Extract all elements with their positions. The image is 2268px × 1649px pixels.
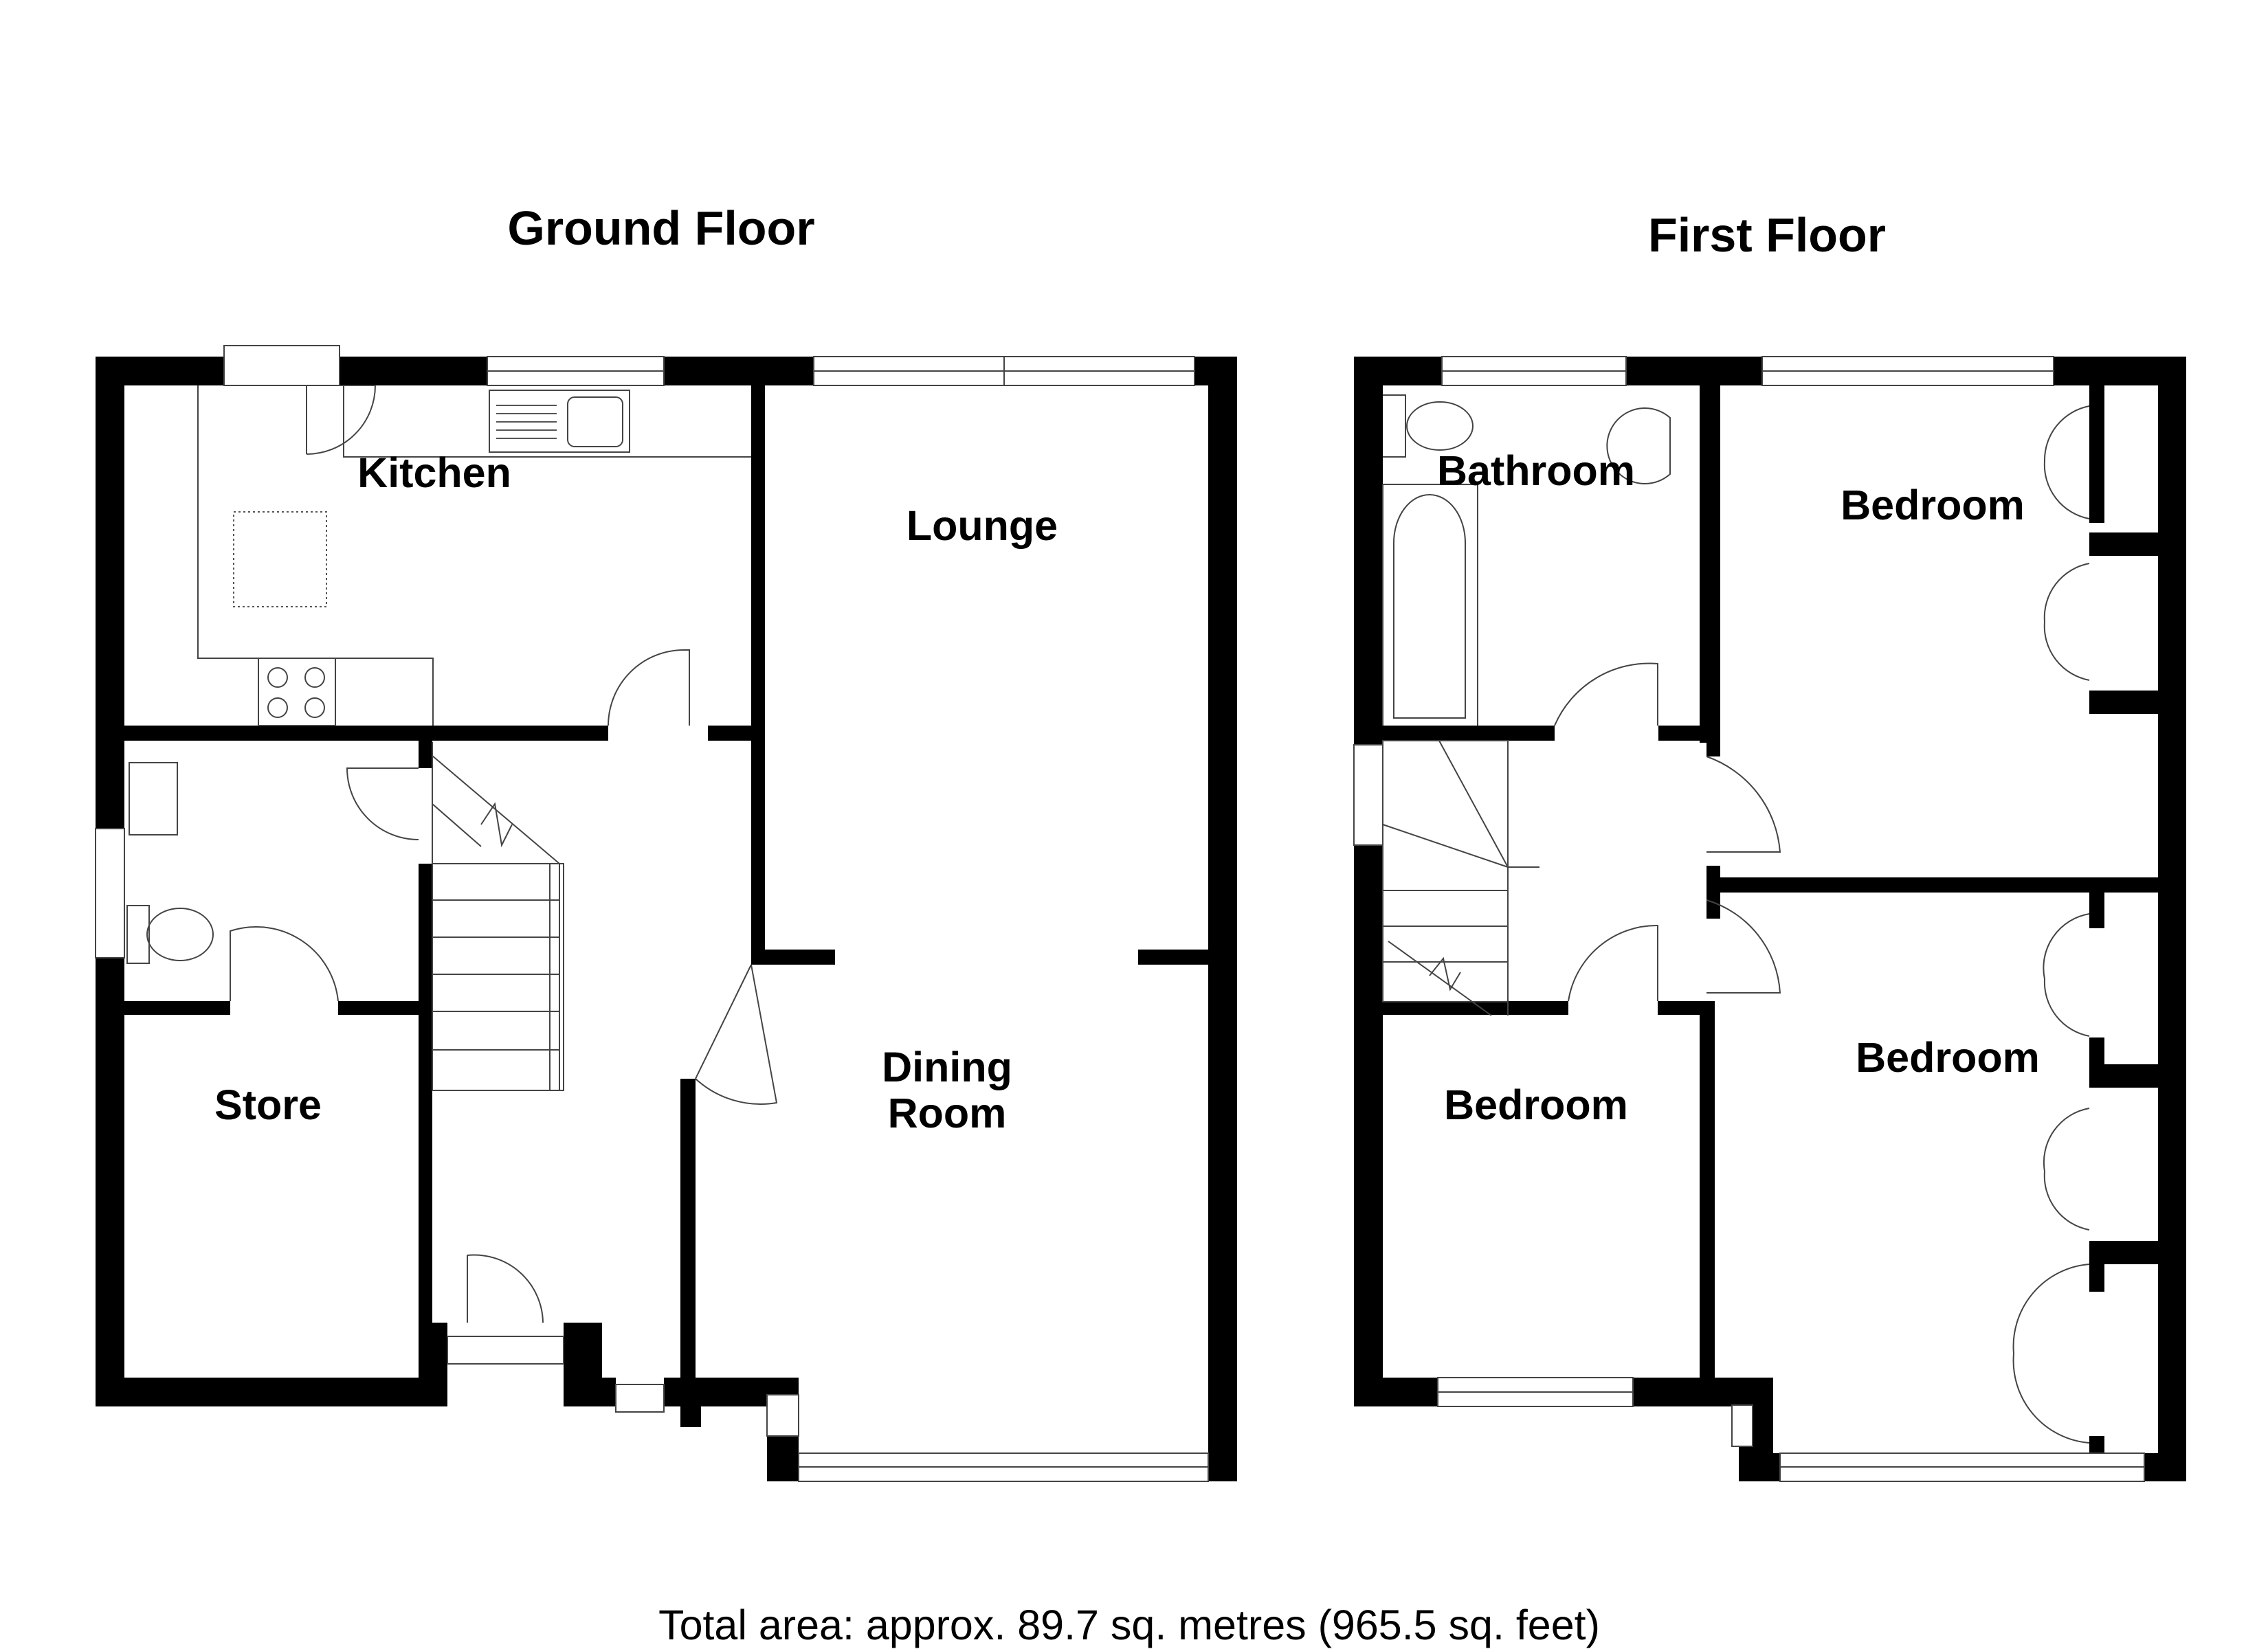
- ff-bedroom-left-door[interactable]: [1568, 924, 1658, 1002]
- ff-basin-icon: [1606, 407, 1671, 484]
- gf-wall-bottom-bay: [767, 1460, 799, 1481]
- ff-wall-bed2-left-top: [1706, 877, 1720, 919]
- ff-bedroom-bottom-door[interactable]: [1706, 899, 1781, 994]
- ff-wall-wardrobe2e: [2089, 1264, 2104, 1292]
- ff-toilet-icon: [1406, 401, 1474, 451]
- gf-wall-lounge-stub-right: [1138, 950, 1222, 965]
- gf-front-door[interactable]: [467, 1254, 544, 1323]
- gf-wc-window[interactable]: [95, 828, 125, 958]
- gf-kitchen-back-door[interactable]: [306, 385, 377, 455]
- ff-staircase: [1382, 740, 1539, 1016]
- ff-wall-bottom-right: [1739, 1453, 1780, 1481]
- ff-wardrobe-door-3[interactable]: [2043, 913, 2090, 1037]
- gf-bay-side-window[interactable]: [766, 1394, 799, 1437]
- room-label-lounge: Lounge: [907, 502, 1058, 549]
- gf-wall-top-kitchen: [96, 357, 224, 385]
- ff-wall-bottom-left: [1354, 1378, 1438, 1406]
- ff-wall-wardrobe2d: [2089, 1037, 2104, 1065]
- room-label-bedroom-top-right: Bedroom: [1841, 482, 2025, 528]
- gf-wall-wc-store: [124, 1001, 230, 1015]
- ff-wardrobe-door-4[interactable]: [2043, 1108, 2090, 1231]
- gf-wc-basin: [129, 762, 178, 835]
- first-floor-plan: First Floor Bathroom Bedroom Bedroom Bed…: [1353, 208, 2186, 1482]
- ground-floor-title: Ground Floor: [507, 201, 814, 255]
- ff-landing-window[interactable]: [1353, 744, 1383, 846]
- gf-wall-store-right: [419, 864, 432, 1406]
- gf-wall-bottom-store: [96, 1378, 447, 1406]
- gf-staircase: [432, 742, 564, 1091]
- gf-kitchen-door-frame: [223, 345, 340, 386]
- ff-wall-wardrobe2f: [2089, 1436, 2104, 1453]
- gf-wall-top-mid: [664, 357, 814, 385]
- ff-wall-wardrobe2c: [2089, 1241, 2158, 1264]
- gf-front-door-frame: [447, 1336, 564, 1365]
- ff-bedroom-top-door[interactable]: [1706, 756, 1781, 853]
- ff-bathroom-door[interactable]: [1554, 662, 1658, 726]
- gf-wall-lounge-left-lower: [751, 726, 765, 959]
- ff-wardrobe-door-1[interactable]: [2043, 405, 2090, 519]
- gf-wall-kitchen-lounge: [751, 385, 765, 744]
- ff-wall-left: [1354, 357, 1383, 1406]
- ff-wardrobe-door-2[interactable]: [2043, 563, 2090, 681]
- ff-wall-bath-bottom: [1383, 726, 1555, 741]
- ff-wall-right: [2158, 357, 2186, 1481]
- ff-wall-bed2-left: [1700, 1001, 1715, 1406]
- ff-wall-wardrobe2b: [2089, 1064, 2158, 1088]
- gf-wall-wc-store2: [338, 1001, 427, 1015]
- room-label-kitchen: Kitchen: [357, 449, 511, 496]
- gf-wall-kitchen-bottom2: [708, 726, 765, 741]
- room-label-dining-line2: Room: [888, 1090, 1007, 1136]
- ff-wall-wardrobe1: [2089, 385, 2104, 523]
- ff-wall-bed-divider: [1706, 877, 2186, 893]
- gf-store-door[interactable]: [230, 926, 339, 1002]
- gf-wall-kitchen-bottom: [124, 726, 608, 741]
- room-label-bedroom-bottom-right: Bedroom: [1856, 1034, 2040, 1081]
- gf-wc-toilet-icon: [146, 908, 214, 961]
- ff-wall-bed1-left: [1706, 385, 1720, 756]
- room-label-bathroom: Bathroom: [1437, 447, 1635, 494]
- gf-sink-bowl: [567, 396, 623, 447]
- gf-lounge-door[interactable]: [695, 964, 778, 1105]
- ff-bedroom-side-window[interactable]: [1731, 1404, 1753, 1447]
- gf-wall-bottom-step: [680, 1378, 701, 1427]
- total-area-caption: Total area: approx. 89.7 sq. metres (965…: [658, 1602, 1600, 1648]
- ff-wall-top-mid: [1626, 357, 1762, 385]
- gf-hall-window[interactable]: [615, 1384, 665, 1413]
- ff-bath-outline: [1382, 484, 1478, 726]
- room-label-store: Store: [214, 1081, 322, 1128]
- ground-floor-plan: Ground Floor Kitchen Lounge Dining Room …: [95, 201, 1237, 1482]
- ff-wall-wardrobe2: [2089, 893, 2104, 928]
- gf-wall-bottom-hall2: [564, 1378, 616, 1406]
- gf-kitchen-door[interactable]: [608, 649, 690, 726]
- gf-kitchen-sink: [489, 390, 630, 453]
- room-label-bedroom-left: Bedroom: [1444, 1081, 1628, 1128]
- gf-kitchen-worktop: [197, 385, 751, 726]
- ff-wall-bottom-right2: [2144, 1453, 2186, 1481]
- ff-wall-top-left: [1354, 357, 1442, 385]
- ff-wall-bed3-top: [1383, 1001, 1568, 1015]
- gf-wall-wc-right: [419, 741, 432, 768]
- gf-wall-dining-left: [680, 1079, 696, 1379]
- gf-sink-drainer-lines: [496, 405, 557, 439]
- ff-wall-wardrobe1b: [2089, 532, 2158, 556]
- first-floor-title: First Floor: [1648, 208, 1886, 262]
- ff-wardrobe-door-5[interactable]: [2012, 1264, 2090, 1444]
- ff-wall-bath-bottom2: [1658, 726, 1700, 741]
- gf-wc-door[interactable]: [346, 767, 419, 840]
- gf-hob-icon: [258, 658, 336, 726]
- room-label-dining-line1: Dining: [882, 1044, 1012, 1090]
- ff-bath-icon: [1393, 494, 1466, 719]
- ff-wall-wardrobe1c: [2089, 691, 2158, 714]
- gf-kitchen-island: [233, 511, 327, 607]
- ff-wall-bed3-top2: [1658, 1001, 1713, 1015]
- gf-wall-lounge-stub-left: [751, 950, 835, 965]
- gf-wall-right: [1208, 357, 1237, 1481]
- gf-wall-top-kitchen2: [340, 357, 487, 385]
